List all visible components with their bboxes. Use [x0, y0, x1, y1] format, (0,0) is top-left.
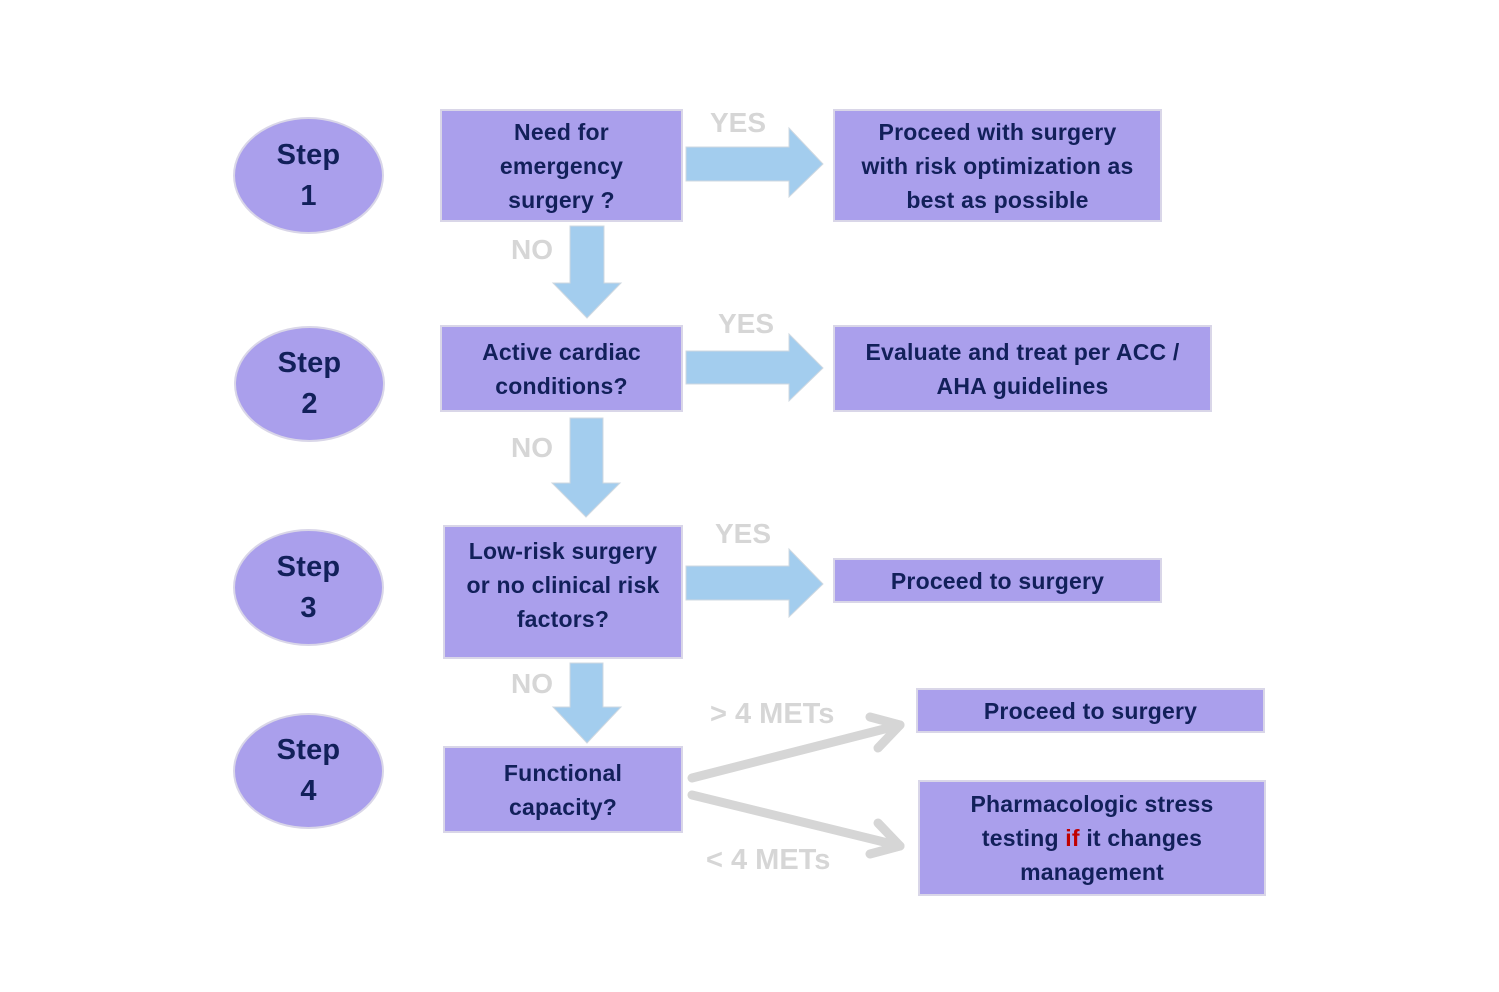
yes-label-step3: YES	[715, 518, 772, 549]
outcome-pharmacologic-stress-testing: Pharmacologic stress testing if it chang…	[918, 780, 1266, 896]
no-arrow-step1	[551, 225, 623, 319]
question-2-line-2: conditions?	[495, 372, 628, 399]
yes-arrow-step1	[685, 126, 824, 199]
outcome-2-line-2: AHA guidelines	[936, 372, 1109, 399]
outcome-5-line-2-post: it changes	[1079, 825, 1203, 851]
low-mets-arrow	[687, 790, 905, 859]
step-4-ellipse: Step 4	[233, 713, 384, 829]
question-low-risk-surgery: Low-risk surgery or no clinical risk fac…	[443, 525, 683, 659]
outcome-5-accent-if: if	[1065, 825, 1080, 851]
question-3-line-1: Low-risk surgery	[468, 538, 658, 564]
outcome-4-text: Proceed to surgery	[983, 697, 1198, 724]
yes-label-step1: YES	[710, 107, 767, 138]
step-2-label: Step	[277, 347, 342, 379]
question-1-line-3: surgery ?	[508, 186, 615, 213]
outcome-3-text: Proceed to surgery	[890, 567, 1105, 594]
outcome-1-line-3: best as possible	[906, 186, 1089, 213]
outcome-2-line-1: Evaluate and treat per ACC /	[865, 338, 1180, 365]
outcome-evaluate-treat-guidelines: Evaluate and treat per ACC / AHA guideli…	[833, 325, 1212, 412]
outcome-1-line-1: Proceed with surgery	[878, 118, 1117, 145]
step-3-number: 3	[300, 591, 317, 624]
step-2-number: 2	[301, 388, 318, 420]
no-arrow-step3	[551, 662, 623, 744]
step-3-ellipse: Step 3	[233, 529, 384, 646]
yes-label-step2: YES	[718, 308, 775, 339]
question-4-line-1: Functional	[503, 759, 623, 786]
outcome-5-line-2-pre: testing	[981, 825, 1066, 851]
outcome-1-line-2: with risk optimization as	[861, 152, 1134, 179]
question-3-line-3: factors?	[516, 606, 610, 632]
step-4-number: 4	[300, 775, 317, 807]
outcome-5-line-3: management	[1020, 859, 1164, 885]
no-label-step2: NO	[511, 432, 553, 463]
question-active-cardiac: Active cardiac conditions?	[440, 325, 683, 412]
question-3-line-2: or no clinical risk	[466, 572, 660, 598]
question-4-line-2: capacity?	[509, 793, 617, 820]
outcome-proceed-to-surgery-step4: Proceed to surgery	[916, 688, 1265, 733]
no-label-step3: NO	[511, 668, 553, 699]
outcome-proceed-with-risk-optimization: Proceed with surgery with risk optimizat…	[833, 109, 1162, 222]
question-emergency-surgery: Need for emergency surgery ?	[440, 109, 683, 222]
question-2-line-1: Active cardiac	[482, 338, 641, 365]
outcome-5-line-1: Pharmacologic stress	[970, 791, 1214, 817]
step-1-number: 1	[300, 179, 317, 212]
high-mets-arrow	[687, 712, 905, 783]
yes-arrow-step2	[685, 332, 824, 403]
question-1-line-1: Need for	[514, 118, 609, 145]
high-mets-label: > 4 METs	[710, 698, 835, 730]
step-1-ellipse: Step 1	[233, 117, 384, 234]
step-3-label: Step	[276, 550, 341, 583]
step-2-ellipse: Step 2	[234, 326, 385, 442]
low-mets-label: < 4 METs	[706, 844, 831, 876]
no-label-step1: NO	[511, 234, 553, 265]
no-arrow-step2	[550, 417, 622, 518]
step-1-label: Step	[276, 138, 341, 171]
step-4-label: Step	[276, 734, 341, 766]
question-functional-capacity: Functional capacity?	[443, 746, 683, 833]
question-1-line-2: emergency	[499, 152, 624, 179]
yes-arrow-step3	[685, 547, 824, 619]
outcome-proceed-to-surgery-step3: Proceed to surgery	[833, 558, 1162, 603]
